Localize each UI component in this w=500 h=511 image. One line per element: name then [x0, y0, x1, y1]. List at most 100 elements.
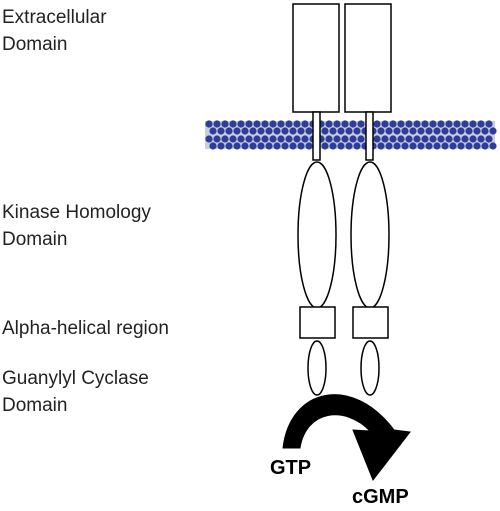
lipid-head — [405, 120, 413, 128]
lipid-head — [229, 135, 237, 143]
extracellular-domain-right — [344, 3, 392, 113]
lipid-head — [233, 142, 241, 150]
lipid-head — [333, 120, 341, 128]
lipid-head — [221, 135, 229, 143]
lipid-head — [213, 135, 221, 143]
lipid-head — [461, 135, 469, 143]
lipid-head — [349, 135, 357, 143]
lipid-head — [273, 142, 281, 150]
lipid-head — [301, 120, 309, 128]
lipid-head — [393, 127, 401, 135]
lipid-head — [397, 120, 405, 128]
lipid-head — [217, 127, 225, 135]
lipid-head — [489, 127, 497, 135]
lipid-head — [433, 127, 441, 135]
lipid-head — [285, 135, 293, 143]
gtp-label: GTP — [270, 457, 311, 479]
lipid-head — [381, 135, 389, 143]
lipid-head — [249, 142, 257, 150]
alpha-helical-region-label: Alpha-helical region — [2, 315, 169, 342]
lipid-head — [293, 135, 301, 143]
lipid-head — [229, 120, 237, 128]
lipid-head — [481, 127, 489, 135]
lipid-head — [417, 142, 425, 150]
alpha-label-line1: Alpha-helical region — [2, 318, 169, 339]
kinase-homology-domain-right — [350, 161, 390, 309]
lipid-head — [289, 127, 297, 135]
lipid-head — [377, 142, 385, 150]
lipid-head — [205, 120, 213, 128]
lipid-head — [233, 127, 241, 135]
lipid-head — [213, 120, 221, 128]
receptor-monomer-left — [292, 3, 340, 396]
lipid-head — [225, 142, 233, 150]
lipid-head — [433, 142, 441, 150]
lipid-head — [377, 127, 385, 135]
lipid-head — [277, 120, 285, 128]
lipid-head — [253, 120, 261, 128]
lipid-head — [389, 135, 397, 143]
lipid-head — [325, 135, 333, 143]
lipid-head — [321, 142, 329, 150]
cgmp-label: cGMP — [352, 486, 409, 508]
lipid-head — [261, 120, 269, 128]
lipid-head — [457, 142, 465, 150]
lipid-head — [321, 127, 329, 135]
lipid-head — [353, 127, 361, 135]
gc-label-line2: Domain — [2, 395, 68, 416]
lipid-head — [401, 142, 409, 150]
kinase-homology-domain-left — [297, 161, 337, 309]
lipid-head — [449, 127, 457, 135]
lipid-head — [441, 142, 449, 150]
lipid-head — [465, 127, 473, 135]
lipid-head — [237, 120, 245, 128]
lipid-head — [269, 120, 277, 128]
lipid-head — [345, 127, 353, 135]
lipid-head — [485, 135, 493, 143]
lipid-head — [461, 120, 469, 128]
lipid-head — [357, 120, 365, 128]
lipid-head — [445, 135, 453, 143]
lipid-head — [441, 127, 449, 135]
lipid-head — [473, 127, 481, 135]
lipid-head — [397, 135, 405, 143]
lipid-head — [353, 142, 361, 150]
extracellular-label-line1: Extracellular — [2, 7, 107, 28]
lipid-head — [477, 135, 485, 143]
lipid-head — [217, 142, 225, 150]
alpha-helical-region-right — [352, 306, 389, 339]
lipid-head — [373, 135, 381, 143]
lipid-head — [385, 142, 393, 150]
lipid-head — [469, 120, 477, 128]
lipid-head — [265, 142, 273, 150]
lipid-head — [453, 135, 461, 143]
lipid-head — [425, 127, 433, 135]
kinase-label-line2: Domain — [2, 229, 68, 250]
extracellular-domain-label: Extracellular Domain — [2, 4, 107, 58]
lipid-head — [209, 142, 217, 150]
lipid-head — [221, 120, 229, 128]
lipid-head — [349, 120, 357, 128]
lipid-head — [333, 135, 341, 143]
lipid-head — [297, 142, 305, 150]
extracellular-domain-left — [292, 3, 340, 113]
lipid-head — [469, 135, 477, 143]
lipid-head — [205, 135, 213, 143]
lipid-head — [421, 135, 429, 143]
cell-membrane — [205, 120, 497, 150]
lipid-head — [357, 135, 365, 143]
guanylyl-cyclase-domain-right — [360, 340, 380, 396]
lipid-head — [381, 120, 389, 128]
lipid-head — [409, 142, 417, 150]
lipid-head — [305, 127, 313, 135]
extracellular-label-line2: Domain — [2, 34, 68, 55]
lipid-head — [209, 127, 217, 135]
lipid-head — [405, 135, 413, 143]
lipid-head — [257, 142, 265, 150]
lipid-head — [273, 127, 281, 135]
lipid-head — [241, 127, 249, 135]
lipid-head — [305, 142, 313, 150]
lipid-head — [373, 120, 381, 128]
lipid-head — [429, 135, 437, 143]
